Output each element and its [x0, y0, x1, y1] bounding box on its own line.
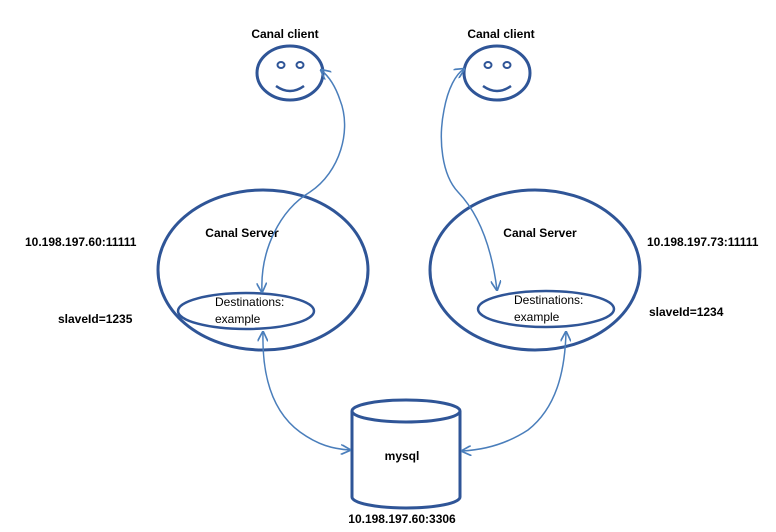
destination-left-line2: example: [215, 312, 261, 326]
database-cylinder-top: [350, 398, 462, 424]
database-cylinder-icon: [350, 411, 462, 510]
destination-right-line2: example: [514, 310, 560, 324]
client-right: Canal client: [462, 27, 535, 102]
client-right-label: Canal client: [467, 27, 534, 41]
smiley-eye-left-icon: [276, 61, 286, 69]
destination-right-line1: Destinations:: [514, 293, 583, 307]
mysql-database: mysql: [350, 398, 462, 510]
server-left-slave-id: slaveId=1235: [58, 312, 133, 326]
server-right-slave-id: slaveId=1234: [649, 305, 724, 319]
database-label: mysql: [385, 449, 420, 463]
client-left-label: Canal client: [251, 27, 318, 41]
arrow-right-server-to-client: [440, 69, 497, 290]
database-address: 10.198.197.60:3306: [348, 512, 456, 526]
smiley-eye-right-icon: [502, 61, 512, 69]
destination-right-box: [476, 289, 616, 329]
server-right-title: Canal Server: [503, 226, 577, 240]
server-left-title: Canal Server: [205, 226, 279, 240]
destination-left-line1: Destinations:: [215, 295, 284, 309]
smiley-eye-right-icon: [295, 61, 305, 69]
server-right: Canal Server Destinations: example: [428, 188, 642, 352]
arrow-right-server-to-mysql: [462, 332, 566, 451]
server-right-address: 10.198.197.73:11111: [647, 235, 759, 249]
arrow-left-server-to-client: [262, 70, 346, 292]
destination-left-box: [176, 291, 316, 331]
arrow-left-server-to-mysql: [263, 332, 350, 450]
server-left-address: 10.198.197.60:11111: [25, 235, 137, 249]
client-left: Canal client: [251, 27, 325, 102]
